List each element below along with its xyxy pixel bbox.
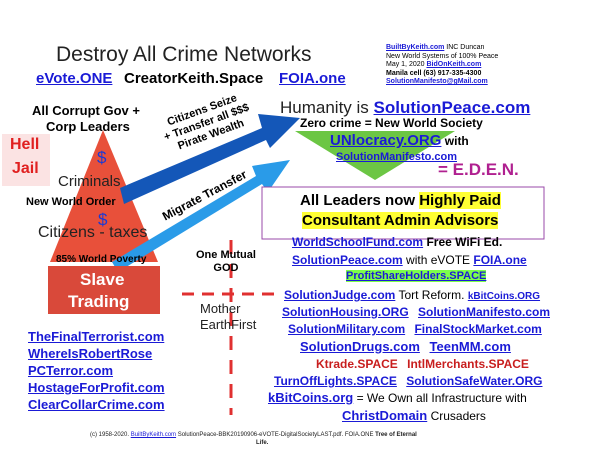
hostage-for-profit-link[interactable]: HostageForProfit.com [28,380,165,395]
turn-off-lights-link[interactable]: TurnOffLights.SPACE [274,374,397,388]
solution-manifesto-link[interactable]: SolutionManifesto.com [418,305,550,319]
info-box: BuiltByKeith.com INC Duncan New World Sy… [386,44,498,87]
page-title: Destroy All Crime Networks [56,43,312,66]
slave-trading-box [48,266,160,314]
world-school-fund-link[interactable]: WorldSchoolFund.com [292,235,424,249]
teen-mm-link[interactable]: TeenMM.com [429,339,511,354]
info-line2: New World Systems of 100% Peace [386,52,499,60]
leaders-line1: All Leaders now Highly Paid [300,192,501,209]
sp-line: SolutionPeace.com with eVOTE FOIA.one [292,253,527,267]
ktrade-label: Ktrade.SPACE [316,357,398,371]
green-triangle [295,131,455,180]
own-infrastructure-label: = We Own all Infrastructure with [353,391,527,405]
citizens-taxes-label: Citizens - taxes [38,224,148,241]
christ-domain-link[interactable]: ChristDomain [342,408,428,423]
unlocracy-line: UNlocracy.ORG with [330,132,469,149]
slave-label: Slave [80,270,125,289]
profit-share-holders-link[interactable]: ProfitShareHolders.SPACE [346,270,487,282]
kbitcoins-small-link[interactable]: kBitCoins.ORG [467,291,541,302]
solution-housing-link[interactable]: SolutionHousing.ORG [282,305,409,319]
footer-built-by-keith-link[interactable]: BuiltByKeith.com [130,432,177,438]
info-line1-rest: INC Duncan [444,44,485,51]
solution-military-link[interactable]: SolutionMilitary.com [288,322,406,336]
leaders-line1-a: All Leaders now [300,192,420,209]
sh-line: SolutionHousing.ORG SolutionManifesto.co… [282,305,550,319]
footer-file: SolutionPeace-BBK20190906-eVOTE-DigitalS… [176,432,376,438]
unlocracy-link[interactable]: UNlocracy.ORG [330,132,442,149]
where-is-robert-rose-link[interactable]: WhereIsRobertRose [28,346,153,361]
hell-label: Hell [10,136,40,153]
manifesto-link[interactable]: SolutionManifesto.com [336,151,457,163]
dollar-sign-bottom: $ [98,210,108,229]
info-phone: Manila cell (63) 917-335-4300 [386,69,482,77]
mutual-line2: GOD [213,262,239,274]
footer-tree-line2: Life. [256,440,269,446]
foia-one-link[interactable]: FOIA.one [473,253,527,267]
dollar-sign-top: $ [97,148,107,167]
pc-terror-link[interactable]: PCTerror.com [28,363,114,378]
new-world-order-label: New World Order [26,196,116,208]
eden-label: = E.D.E.N. [438,160,519,179]
sp-with-label: with eVOTE [402,253,474,267]
final-stock-market-link[interactable]: FinalStockMarket.com [414,322,542,336]
solution-peace-main-link[interactable]: SolutionPeace.com [373,98,531,117]
solution-judge-link[interactable]: SolutionJudge.com [284,288,396,302]
mutual-line1: One Mutual [196,249,256,261]
christ-line: ChristDomain Crusaders [342,408,486,423]
bid-on-keith-link[interactable]: BidOnKeith.com [426,61,482,68]
mother-line1: Mother [200,301,241,316]
leaders-line1-b: Highly Paid [419,192,501,209]
jail-label: Jail [12,160,39,177]
footer-copy: (c) 1958-2020. [90,432,131,438]
solution-peace-link[interactable]: SolutionPeace.com [292,253,403,267]
mutual-god-label: One Mutual GOD [196,249,256,275]
info-date: May 1, 2020 [386,61,427,68]
trading-label: Trading [68,292,130,311]
foia-link[interactable]: FOIA.one [279,70,346,87]
corp-leaders-label: Corp Leaders [46,119,130,134]
crime-pyramid [50,130,158,262]
hell-jail-box [2,134,50,186]
final-terrorist-link[interactable]: TheFinalTerrorist.com [28,329,165,344]
footer-tree: Tree of Eternal [375,432,417,438]
zero-crime-label: Zero crime = New World Society [300,116,483,130]
world-poverty-label: 85% World Poverty [56,254,147,265]
intl-merchants-label: IntlMerchants.SPACE [407,357,529,371]
sd-line: SolutionDrugs.com TeenMM.com [300,339,511,354]
solution-safe-water-link[interactable]: SolutionSafeWater.ORG [406,374,543,388]
corrupt-gov-label: All Corrupt Gov + [32,103,140,118]
kbit-line: kBitCoins.org = We Own all Infrastructur… [268,390,527,405]
wifi-label: Free WiFi Ed. [423,235,503,249]
evote-link[interactable]: eVote.ONE [36,70,113,87]
leaders-line2: Consultant Admin Advisors [302,212,499,229]
clear-collar-crime-link[interactable]: ClearCollarCrime.com [28,397,165,412]
tol-line: TurnOffLights.SPACE SolutionSafeWater.OR… [274,374,542,388]
humanity-line: Humanity is SolutionPeace.com [280,98,530,118]
info-email-link[interactable]: SolutionManifesto@gMail.com [386,78,488,85]
criminals-label: Criminals [58,173,121,190]
built-by-keith-link[interactable]: BuiltByKeith.com [386,44,445,51]
solution-drugs-link[interactable]: SolutionDrugs.com [300,339,420,354]
mother-earth-label: Mother EarthFirst [200,301,256,333]
mother-line2: EarthFirst [200,317,257,332]
smil-line: SolutionMilitary.com FinalStockMarket.co… [288,322,542,336]
sj-line: SolutionJudge.com Tort Reform. kBitCoins… [284,288,540,302]
kbitcoins-link[interactable]: kBitCoins.org [268,390,354,405]
humanity-prefix: Humanity is [280,98,374,117]
wsf-line: WorldSchoolFund.com Free WiFi Ed. [292,235,502,249]
bottom-left-links: TheFinalTerrorist.com WhereIsRobertRose … [28,328,165,413]
seize-arrow [120,114,300,204]
ktrade-line: Ktrade.SPACE IntlMerchants.SPACE [316,357,529,371]
creator-keith-label: CreatorKeith.Space [124,70,264,87]
footer: (c) 1958-2020. BuiltByKeith.com Solution… [90,432,417,438]
tort-reform-label: Tort Reform. [395,288,468,302]
crusaders-label: Crusaders [427,409,486,423]
unlocracy-with: with [441,134,469,148]
migrate-arrow [112,160,290,272]
